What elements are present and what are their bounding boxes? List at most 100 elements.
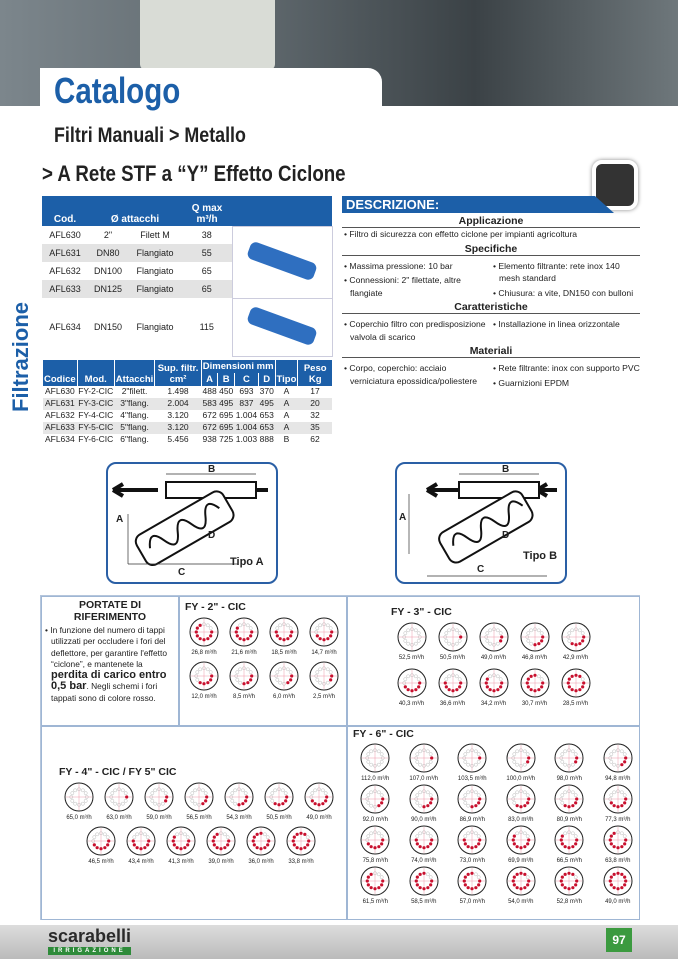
flow-value: 74,0 m³/h — [411, 858, 437, 864]
table-cell: 653 — [259, 410, 274, 420]
hole-pattern: 103,5 m³/h — [448, 743, 497, 783]
flow-value: 86,9 m³/h — [459, 817, 485, 823]
table-cell: 4"flang. — [120, 410, 149, 420]
dim-c: C — [477, 564, 485, 575]
hole-pattern: 73,0 m³/h — [448, 825, 497, 865]
col-c: C — [234, 372, 259, 386]
hole-pattern: 2,5 m³/h — [304, 661, 344, 701]
deflector-icon — [457, 825, 487, 855]
section-applicazione: Applicazione — [342, 215, 640, 228]
table-cell: 55 — [182, 244, 233, 262]
flow-value: 36,0 m³/h — [248, 859, 274, 865]
table-cell: 1.004 — [234, 421, 259, 434]
flow-value: 41,3 m³/h — [168, 859, 194, 865]
flow-value: 92,0 m³/h — [362, 817, 388, 823]
deflector-icon — [409, 825, 439, 855]
bullet: • Filtro di sicurezza con effetto ciclon… — [344, 229, 578, 239]
col-image — [232, 196, 333, 226]
deflector-icon — [229, 661, 259, 691]
hole-pattern: 46,8 m³/h — [514, 622, 555, 662]
table-cell: DN150 — [93, 321, 122, 332]
table-cell: FY-6-CIC — [78, 434, 114, 444]
portate-intro-text: PORTATE DI RIFERIMENTO • In funzione del… — [42, 597, 178, 704]
hole-pattern: 98,0 m³/h — [545, 743, 594, 783]
flow-value: 49,0 m³/h — [306, 815, 332, 821]
flow-value: 54,3 m³/h — [226, 815, 252, 821]
group-fy3 — [347, 596, 640, 726]
group-fy6 — [347, 726, 640, 920]
table-cell: DN125 — [88, 280, 128, 298]
deflector-icon — [64, 782, 94, 812]
breadcrumb: Filtri Manuali > Metallo — [54, 124, 246, 147]
flow-value: 28,5 m³/h — [562, 701, 589, 707]
table-cell: 1.003 — [235, 434, 258, 444]
col-attacchi: Ø attacchi — [88, 196, 183, 226]
table-cell: AFL632 — [44, 410, 75, 420]
hole-pattern: 21,6 m³/h — [224, 617, 264, 657]
flow-value: 30,7 m³/h — [521, 701, 548, 707]
flow-value: 65,0 m³/h — [66, 815, 92, 821]
table-cell: AFL634 — [44, 434, 75, 444]
flow-value: 63,0 m³/h — [106, 815, 132, 821]
deflector-icon — [246, 826, 276, 856]
deflector-icon — [286, 826, 316, 856]
deflector-icon — [554, 866, 584, 896]
table-cell: 653 — [258, 421, 276, 434]
table-cell: 65 — [201, 265, 212, 276]
deflector-icon — [457, 784, 487, 814]
flow-value: 54,0 m³/h — [508, 899, 534, 905]
deflector-icon — [397, 622, 426, 652]
deflector-icon — [126, 826, 156, 856]
col-codice: Codice — [42, 359, 78, 386]
group-fy2 — [179, 596, 347, 726]
deflector-icon — [506, 866, 536, 896]
hole-pattern: 65,0 m³/h — [59, 782, 99, 822]
description-title: DESCRIZIONE: — [342, 196, 614, 213]
table-cell: 62 — [310, 434, 320, 444]
bullet: • Coperchio filtro con predisposizione v… — [344, 319, 486, 342]
table-cell: Flangiato — [136, 321, 174, 332]
deflector-icon — [561, 668, 590, 698]
deflector-icon — [438, 622, 467, 652]
hole-pattern: 28,5 m³/h — [555, 668, 596, 708]
table-cell: AFL630 — [49, 229, 81, 240]
flow-value: 12,0 m³/h — [191, 694, 217, 700]
hole-pattern: 54,0 m³/h — [497, 866, 546, 906]
control-panel-photo — [140, 0, 275, 70]
hole-pattern: 30,7 m³/h — [514, 668, 555, 708]
table-row: AFL630 2" Filett M 38 — [42, 225, 333, 299]
table-cell: B — [283, 434, 290, 444]
hole-pattern: 41,3 m³/h — [161, 826, 201, 866]
portate-title: PORTATE DI RIFERIMENTO — [73, 599, 147, 623]
deflector-icon — [144, 782, 174, 812]
flow-value: 39,0 m³/h — [208, 859, 234, 865]
deflector-icon — [520, 622, 549, 652]
table-cell: 583 — [201, 397, 218, 410]
table-cell: 2" — [103, 229, 113, 240]
hole-pattern: 57,0 m³/h — [448, 866, 497, 906]
deflector-icon — [166, 826, 196, 856]
diagram-tipo-a: A B C D Tipo A — [106, 462, 278, 584]
flow-value: 49,0 m³/h — [480, 655, 507, 661]
deflector-icon — [264, 782, 294, 812]
filter-product-image — [231, 297, 333, 357]
hole-pattern: 33,8 m³/h — [281, 826, 321, 866]
bullet: • Rete filtrante: inox con supporto PVC — [493, 363, 640, 373]
table-cell: Filett M — [140, 229, 170, 240]
hole-pattern: 42,9 m³/h — [555, 622, 596, 662]
table-cell: 495 — [217, 397, 235, 410]
hole-pattern: 112,0 m³/h — [351, 743, 400, 783]
group-fy4-5 — [41, 726, 347, 920]
table-cell: 6"flang. — [120, 434, 149, 444]
hole-pattern: 46,5 m³/h — [81, 826, 121, 866]
table-cell: 38 — [201, 229, 212, 240]
deflector-icon — [479, 668, 508, 698]
flow-value: 14,7 m³/h — [311, 650, 337, 656]
